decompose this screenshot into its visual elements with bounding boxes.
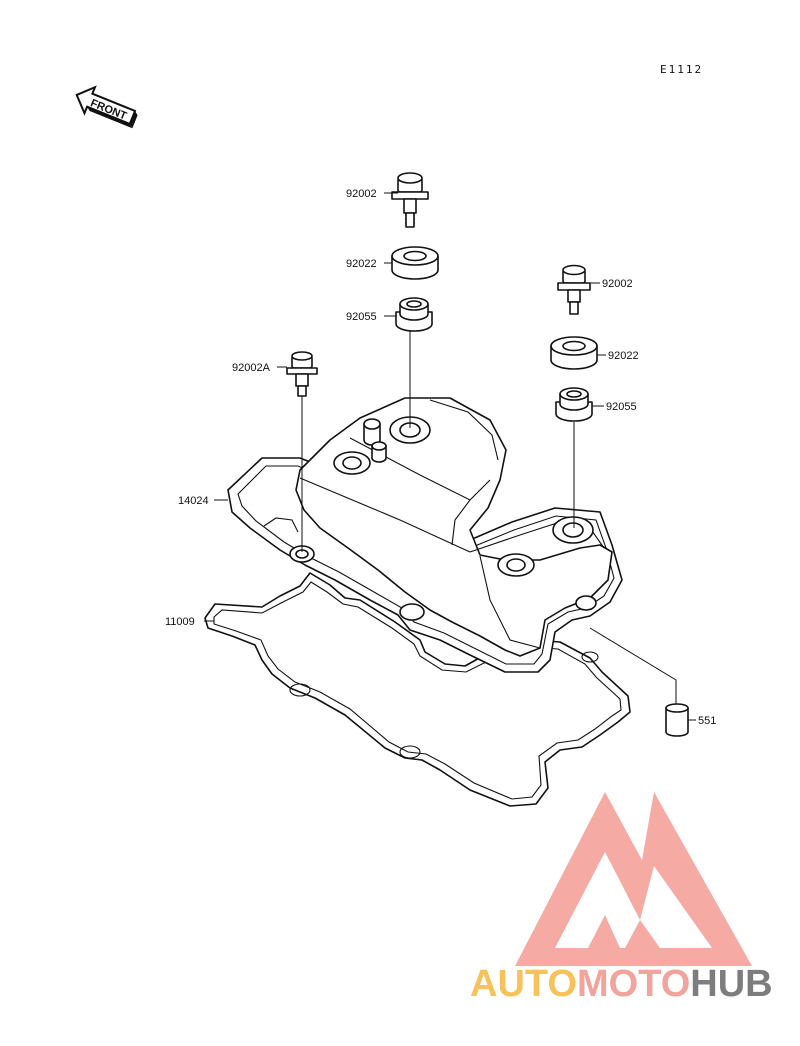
grommet-92055-right [555, 387, 593, 422]
callout-grommet-top: 92055 [346, 311, 377, 323]
watermark-text-auto: AUTO [470, 963, 577, 1005]
watermark-text-moto: MOTO [577, 963, 690, 1005]
gasket-11009 [204, 572, 631, 807]
callout-washer-right: 92022 [608, 350, 639, 362]
bolt-92002-right [557, 264, 591, 315]
watermark-text-hub: HUB [690, 963, 772, 1005]
washer-92022-top [391, 246, 439, 280]
callout-gasket: 11009 [165, 616, 195, 628]
washer-92022-right [550, 336, 598, 370]
watermark-logo-icon [515, 792, 752, 966]
bolt-92002A-left [286, 351, 318, 397]
callout-bolt-left: 92002A [232, 362, 271, 374]
leader-lines [204, 192, 696, 721]
callout-dowel: 551 [698, 715, 716, 727]
callout-bolt-right: 92002 [602, 278, 633, 290]
callout-washer-top: 92022 [346, 258, 377, 270]
bolt-92002-top [391, 172, 429, 228]
front-arrow-icon: FRONT [75, 85, 138, 129]
figure-code: E1112 [660, 63, 703, 76]
dowel-pin-551 [665, 703, 689, 737]
callout-grommet-right: 92055 [606, 401, 637, 413]
assembly-lines [301, 330, 677, 704]
callout-bolt-top: 92002 [346, 188, 377, 200]
valve-cover-14024 [227, 397, 623, 673]
watermark-wordmark: AUTOMOTOHUB [470, 963, 773, 1005]
grommet-92055-top [395, 297, 433, 332]
svg-text:AUTOMOTOHUB: AUTOMOTOHUB [470, 963, 773, 1005]
callout-cover: 14024 [178, 495, 209, 507]
